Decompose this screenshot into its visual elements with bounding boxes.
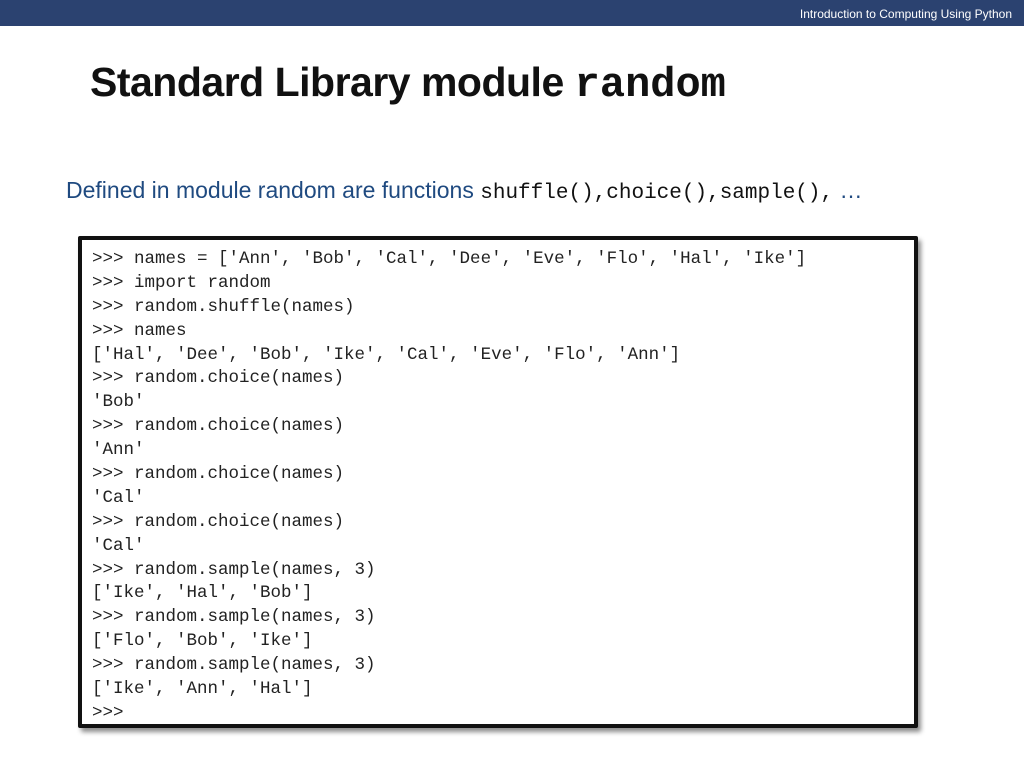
console-lines: >>> names = ['Ann', 'Bob', 'Cal', 'Dee',… bbox=[92, 248, 806, 726]
console-line: ['Hal', 'Dee', 'Bob', 'Ike', 'Cal', 'Eve… bbox=[92, 344, 681, 365]
intro-ellipsis: … bbox=[833, 177, 863, 203]
console-line: >>> random.choice(names) bbox=[92, 511, 345, 532]
console-line: >>> names = ['Ann', 'Bob', 'Cal', 'Dee',… bbox=[92, 249, 807, 269]
python-shell-box: >>> names = ['Ann', 'Bob', 'Cal', 'Dee',… bbox=[78, 236, 918, 728]
intro-lead: Defined in module random are functions bbox=[66, 177, 481, 203]
slide-title-text: Standard Library module bbox=[90, 59, 575, 105]
console-line: ['Ike', 'Ann', 'Hal'] bbox=[92, 679, 313, 700]
console-line: ['Flo', 'Bob', 'Ike'] bbox=[92, 631, 313, 652]
console-line: >>> random.choice(names) bbox=[92, 416, 345, 437]
course-title: Introduction to Computing Using Python bbox=[799, 7, 1012, 21]
console-line: 'Ann' bbox=[92, 440, 145, 461]
console-line: 'Bob' bbox=[92, 392, 145, 413]
slide-title-code-word: random bbox=[574, 61, 726, 109]
slide-title: Standard Library module random bbox=[90, 56, 726, 111]
console-line: >>> random.sample(names, 3) bbox=[92, 607, 376, 628]
console-line: >>> random.sample(names, 3) bbox=[92, 655, 376, 676]
intro-text: Defined in module random are functions s… bbox=[66, 174, 863, 210]
console-line: >>> random.choice(names) bbox=[92, 368, 345, 389]
console-line: >>> random.choice(names) bbox=[92, 464, 345, 485]
console-line: 'Cal' bbox=[92, 487, 145, 508]
console-line: >>> import random bbox=[92, 272, 271, 293]
intro-functions: shuffle(),choice(),sample(), bbox=[480, 182, 834, 205]
console-prompt: >>> bbox=[92, 702, 124, 723]
header-bar: Introduction to Computing Using Python bbox=[0, 0, 1024, 26]
console-line: 'Cal' bbox=[92, 535, 145, 556]
console-line: ['Ike', 'Hal', 'Bob'] bbox=[92, 583, 313, 604]
console-line: >>> random.shuffle(names) bbox=[92, 296, 355, 317]
console-line: >>> random.sample(names, 3) bbox=[92, 559, 376, 580]
console-line: >>> names bbox=[92, 320, 187, 341]
